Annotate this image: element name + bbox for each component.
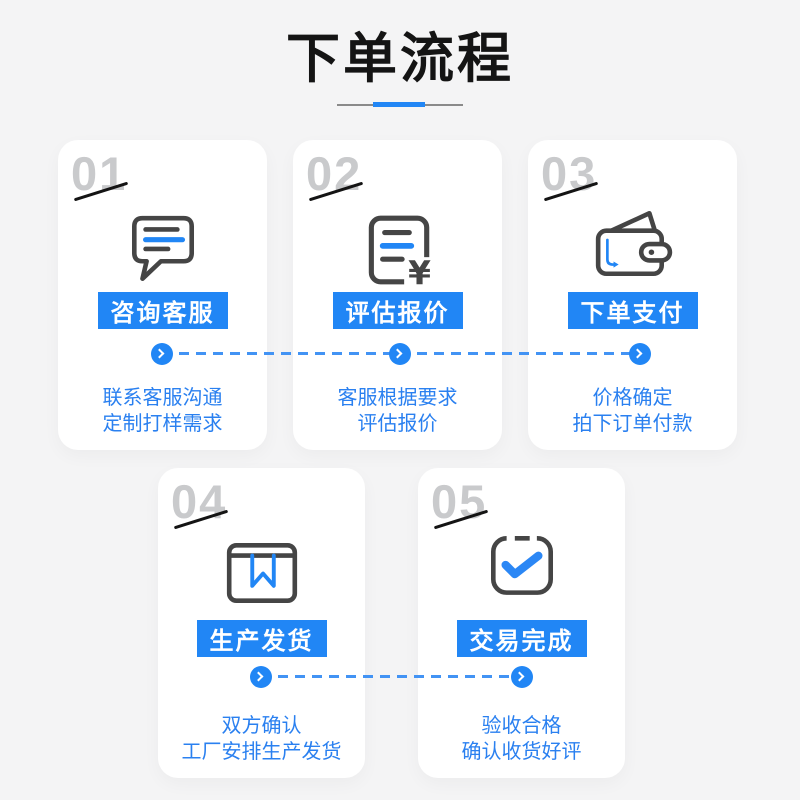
step-description-line1: 客服根据要求	[337, 387, 458, 409]
step-card-3: 03 下单支付 价格确定 拍下订单付款	[528, 140, 737, 450]
step-description: 联系客服沟通 定制打样需求	[58, 385, 267, 437]
step-number: 01	[71, 147, 128, 200]
chevron-right-icon	[392, 348, 403, 359]
step-button-complete[interactable]: 交易完成	[456, 620, 587, 657]
chevron-right-icon	[514, 671, 525, 682]
step-description: 双方确认 工厂安排生产发货	[158, 713, 365, 765]
step-number: 03	[541, 147, 598, 200]
page-title: 下单流程	[286, 29, 514, 89]
step-description-line1: 联系客服沟通	[102, 387, 223, 409]
title-underline-accent	[373, 102, 425, 107]
flow-arrow-step3	[629, 343, 651, 365]
chevron-right-icon	[632, 348, 643, 359]
quote-icon: ¥	[357, 210, 439, 292]
step-card-1: 01 咨询客服 联系客服沟通 定制打样需求	[58, 140, 267, 450]
step-card-2: 02 ¥ 评估报价 客服根据要求 评估报价	[293, 140, 502, 450]
flow-arrow-step1	[151, 343, 173, 365]
step-card-5: 05 交易完成 验收合格 确认收货好评	[418, 468, 625, 778]
step-button-quote[interactable]: 评估报价	[332, 292, 463, 329]
step-button-ship[interactable]: 生产发货	[196, 620, 327, 657]
wallet-icon	[592, 202, 674, 284]
dashed-connector-row2	[261, 675, 522, 678]
step-description-line2: 定制打样需求	[102, 413, 223, 435]
step-number: 02	[306, 147, 363, 200]
step-card-4: 04 生产发货 双方确认 工厂安排生产发货	[158, 468, 365, 778]
flow-arrow-step4	[250, 666, 272, 688]
step-description: 客服根据要求 评估报价	[293, 385, 502, 437]
step-description-line2: 评估报价	[357, 413, 438, 435]
chevron-right-icon	[154, 348, 165, 359]
flow-arrow-step5	[511, 666, 533, 688]
step-button-consult[interactable]: 咨询客服	[97, 292, 228, 329]
svg-text:¥: ¥	[408, 254, 431, 292]
step-button-pay[interactable]: 下单支付	[567, 292, 698, 329]
step-description: 验收合格 确认收货好评	[418, 713, 625, 765]
step-description-line2: 确认收货好评	[461, 741, 582, 763]
package-icon	[221, 532, 303, 614]
step-description: 价格确定 拍下订单付款	[528, 385, 737, 437]
step-description-line1: 验收合格	[481, 715, 562, 737]
chat-icon	[122, 210, 204, 292]
step-description-line2: 工厂安排生产发货	[181, 741, 342, 763]
step-description-line1: 价格确定	[592, 387, 673, 409]
step-number: 05	[431, 475, 488, 528]
check-icon	[481, 526, 563, 608]
step-number: 04	[171, 475, 228, 528]
step-description-line2: 拍下订单付款	[572, 413, 693, 435]
chevron-right-icon	[253, 671, 264, 682]
step-description-line1: 双方确认	[221, 715, 302, 737]
flow-arrow-step2	[389, 343, 411, 365]
